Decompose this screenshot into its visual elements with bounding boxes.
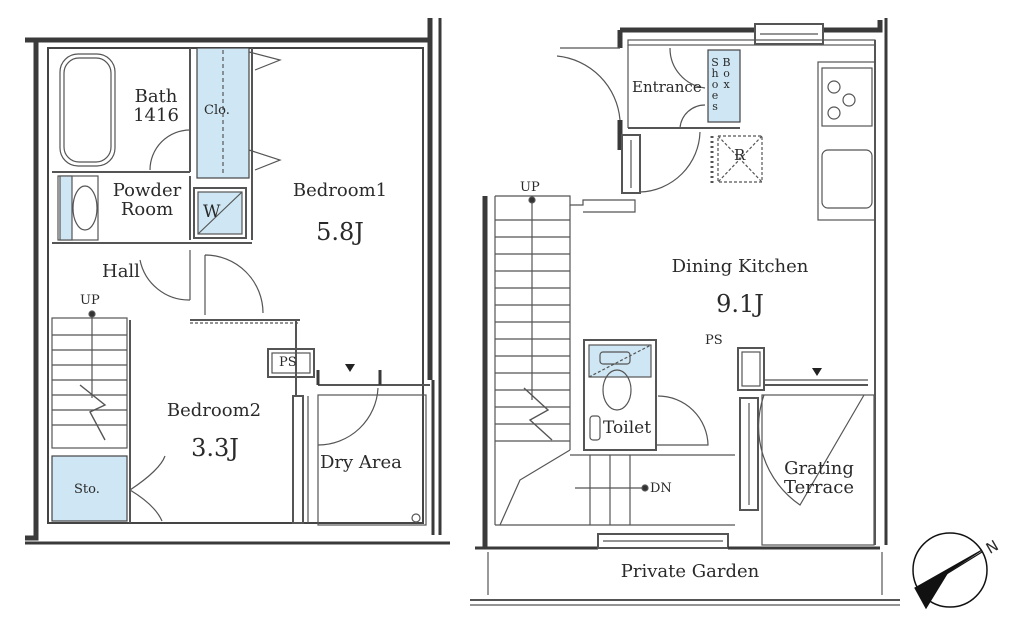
pipe-space-label-floor1: PS [279, 355, 297, 370]
bedroom1-area: 5.8J [316, 218, 364, 246]
hall-doors [139, 250, 300, 324]
bedroom2-label: Bedroom2 [166, 400, 262, 421]
private-garden [470, 552, 900, 606]
stairs-down-label: DN [650, 481, 672, 496]
bedroom1-label: Bedroom1 [292, 180, 388, 201]
closet [196, 47, 282, 240]
dry-area [316, 364, 430, 526]
stairs-floor1 [51, 310, 128, 449]
hall-label: Hall [102, 261, 140, 282]
dry-area-label: Dry Area [320, 452, 402, 473]
kitchen-counter [817, 61, 876, 221]
toilet-room [583, 339, 709, 451]
refrigerator-label: R [734, 146, 746, 164]
floor2-walls [475, 18, 888, 550]
bedroom2-area: 3.3J [191, 434, 239, 462]
storage [51, 455, 166, 522]
dining-kitchen-label: Dining Kitchen [671, 256, 809, 277]
storage-label: Sto. [74, 482, 100, 497]
toilet-label: Toilet [603, 418, 652, 438]
washer-label: W [203, 202, 221, 222]
stairs-up-label-floor1: UP [80, 293, 100, 308]
grating-terrace [739, 368, 875, 546]
bath-room [52, 48, 191, 173]
entrance [556, 45, 741, 129]
floor1-walls [25, 18, 450, 545]
pipe-space-label-floor2: PS [705, 333, 723, 348]
closet-label: Clo. [204, 103, 230, 118]
dining-kitchen-area: 9.1J [716, 290, 764, 318]
washer [193, 187, 247, 239]
private-garden-label: Private Garden [620, 561, 760, 582]
stairs-up-label-floor2: UP [520, 180, 540, 195]
north-arrow-icon [912, 532, 988, 610]
bedroom2-walls [129, 320, 309, 524]
refrigerator [710, 135, 763, 186]
powder-room [52, 175, 252, 244]
entrance-label: Entrance [632, 78, 702, 96]
stairs-floor2 [494, 195, 735, 526]
